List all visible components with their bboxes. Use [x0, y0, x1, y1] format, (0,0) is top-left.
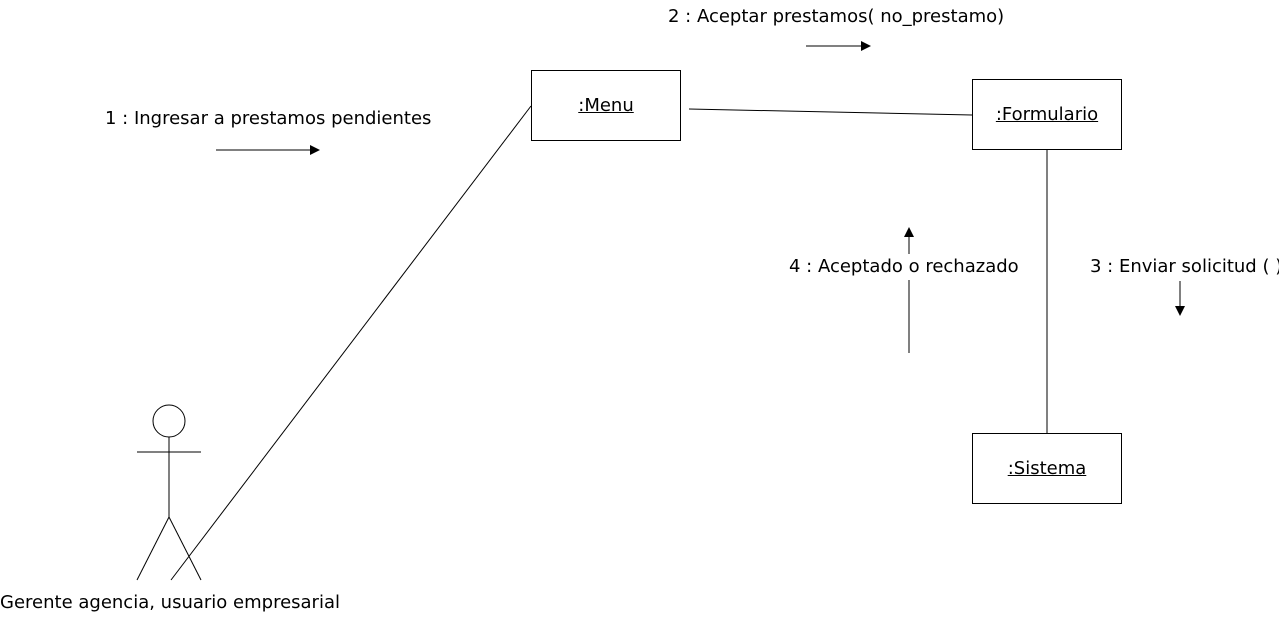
formulario-object: :Formulario	[972, 79, 1122, 150]
actor-label: Gerente agencia, usuario empresarial	[0, 592, 340, 613]
menu-object-label: :Menu	[578, 95, 634, 116]
sistema-object-label: :Sistema	[1007, 458, 1087, 479]
formulario-object-label: :Formulario	[995, 104, 1099, 125]
link-menu-formulario	[688, 108, 973, 116]
message-2-label: 2 : Aceptar prestamos( no_prestamo)	[668, 6, 1005, 27]
sistema-object: :Sistema	[972, 433, 1122, 504]
message-4-label: 4 : Aceptado o rechazado	[789, 256, 1019, 277]
menu-object: :Menu	[531, 70, 681, 141]
link-actor-menu	[170, 105, 532, 581]
message-1-label: 1 : Ingresar a prestamos pendientes	[105, 108, 432, 129]
stick-figure-icon	[136, 404, 202, 581]
message-3-label: 3 : Enviar solicitud ( )	[1090, 256, 1279, 277]
